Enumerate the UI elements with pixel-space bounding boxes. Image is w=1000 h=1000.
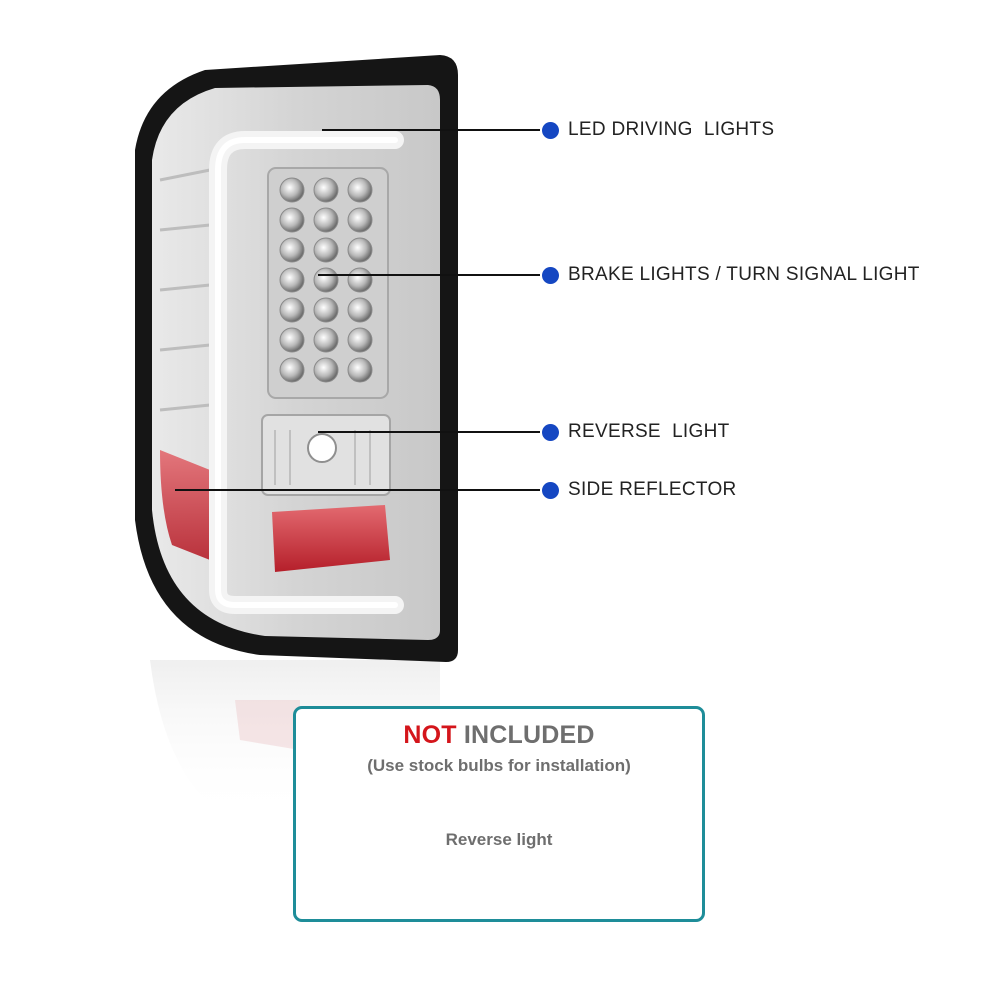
notice-title: NOT INCLUDED: [296, 721, 702, 750]
led-bulb: [347, 177, 373, 203]
bottom-red-reflector: [272, 505, 390, 572]
callout-label: LED DRIVING LIGHTS: [568, 119, 775, 140]
led-bulb: [313, 267, 339, 293]
callout-led-driving-lights: LED DRIVING LIGHTS: [542, 119, 774, 141]
led-bulb: [313, 237, 339, 263]
notice-title-rest: INCLUDED: [456, 721, 595, 749]
notice-item: Reverse light: [445, 830, 553, 849]
led-bulb: [313, 297, 339, 323]
bullet-dot: [542, 423, 559, 441]
bullet-dot: [542, 121, 559, 139]
callout-reverse-light: REVERSE LIGHT: [542, 421, 730, 443]
notice-subtitle: (Use stock bulbs for installation): [367, 756, 631, 775]
led-bulb: [347, 207, 373, 233]
callout-label: BRAKE LIGHTS / TURN SIGNAL LIGHT: [568, 264, 920, 285]
led-bulb: [347, 357, 373, 383]
led-bulb: [279, 357, 305, 383]
callout-brake-turn-lights: BRAKE LIGHTS / TURN SIGNAL LIGHT: [542, 264, 920, 286]
callout-label: REVERSE LIGHT: [568, 421, 730, 442]
led-bulb: [279, 327, 305, 353]
led-bulb: [313, 207, 339, 233]
bullet-dot: [542, 481, 559, 499]
led-bulb: [279, 297, 305, 323]
led-bulb: [347, 327, 373, 353]
led-bulb: [313, 177, 339, 203]
led-bulb: [347, 267, 373, 293]
led-bulb: [313, 327, 339, 353]
notice-title-highlight: NOT: [403, 721, 457, 749]
led-bulb: [279, 267, 305, 293]
led-bulb: [347, 237, 373, 263]
led-bulb: [279, 177, 305, 203]
not-included-notice: NOT INCLUDED (Use stock bulbs for instal…: [293, 706, 705, 922]
led-grid: [279, 177, 373, 383]
led-bulb: [279, 207, 305, 233]
led-bulb: [279, 237, 305, 263]
callout-side-reflector: SIDE REFLECTOR: [542, 479, 737, 501]
callout-label: SIDE REFLECTOR: [568, 479, 737, 500]
led-bulb: [313, 357, 339, 383]
led-bulb: [347, 297, 373, 323]
side-reflector: [160, 450, 210, 560]
bullet-dot: [542, 266, 559, 284]
